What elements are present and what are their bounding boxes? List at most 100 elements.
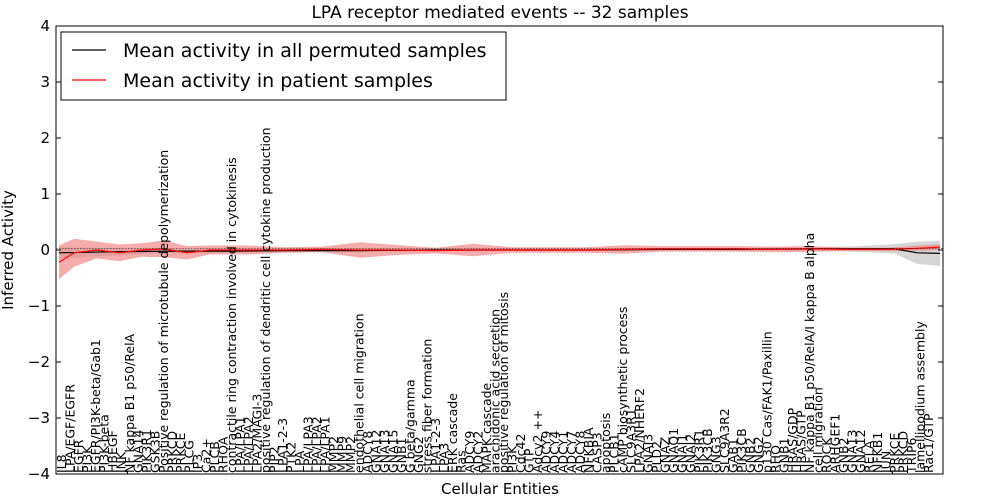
x-tick-label: LPA/LPA1 — [233, 416, 248, 473]
series-lines — [58, 246, 941, 263]
y-tick-label: −3 — [28, 409, 50, 427]
x-tick-label: ADCY9 — [462, 431, 477, 473]
legend-label-patient: Mean activity in patient samples — [123, 70, 433, 92]
x-tick-label: MMP2 — [326, 436, 341, 473]
x-tick-label: NF kappa B1 p50/RelA — [122, 333, 137, 473]
x-tick-label: positive regulation of dendritic cell cy… — [258, 127, 273, 473]
x-tick-label: PIK3R1 — [692, 429, 707, 473]
plot-area — [55, 25, 944, 475]
x-tick-label: GNAI3 — [641, 434, 656, 473]
x-tick-label: TRIP6 — [904, 437, 919, 474]
x-tick-label: PI3K — [505, 445, 520, 473]
y-tick-label: 4 — [40, 17, 50, 35]
x-tick-label: MMP2 — [343, 436, 358, 473]
x-tick-label: GNB1 — [777, 437, 792, 473]
x-tick-label: GNAZ — [658, 437, 673, 473]
x-tick-label: ADCY2 — [471, 431, 486, 473]
x-tick-label: GAB1 — [726, 438, 741, 473]
x-tick-label: GNG3 — [709, 436, 724, 473]
x-tick-label: ADCY8 — [360, 431, 375, 473]
x-tick-label: ERK cascade — [445, 393, 460, 473]
y-tick-label: −2 — [28, 353, 50, 371]
series-1-line — [58, 246, 941, 263]
x-tick-label: RHOA — [216, 436, 231, 473]
x-tick-label: PIK3CB — [700, 428, 715, 473]
x-tick-label: GNA13 — [377, 430, 392, 474]
legend: Mean activity in all permuted samples Me… — [60, 31, 507, 101]
x-tick-label: cAMP biosynthetic process — [615, 307, 630, 473]
x-tick-label: PIK3R1 — [139, 429, 154, 473]
x-tick-label: PIP2 — [267, 446, 282, 473]
x-tick-label: Ras — [454, 450, 469, 473]
x-tick-label: GNA12 — [853, 430, 868, 474]
x-tick-label: NFKB1 — [870, 432, 885, 473]
x-tick-label: EGFR — [71, 439, 86, 473]
x-tick-label: lamellipodium assembly — [913, 321, 928, 473]
x-tick-label: GNAI1 — [675, 434, 690, 473]
x-tick-label: JNK — [114, 451, 129, 474]
x-tick-label: GTP — [522, 448, 537, 473]
chart-title: LPA receptor mediated events -- 32 sampl… — [311, 3, 688, 23]
x-tick-label: contractile ring contraction involved in… — [224, 157, 239, 473]
x-tick-label: ARHGEF1 — [828, 414, 843, 473]
x-tick-label: GNAO1 — [666, 428, 681, 473]
x-tick-label: PRKCD — [896, 431, 911, 473]
x-tick-label: SLC9A3R2 — [717, 408, 732, 473]
x-tick-label: ADCY1 — [556, 431, 571, 473]
x-tick-label: GNAI2 — [683, 434, 698, 473]
y-tick-label: 1 — [40, 185, 50, 203]
x-tick-label: GNA13 — [845, 430, 860, 474]
y-tick-label: 0 — [40, 241, 50, 259]
x-tick-label: apoptosis — [598, 413, 613, 473]
x-tick-label: GNB1 — [394, 437, 409, 473]
x-tick-label: PLD2 — [649, 441, 664, 473]
x-tick-label: NFKBIA — [581, 427, 596, 473]
x-tick-label: IP3 — [190, 454, 205, 473]
y-axis-label: Inferred Activity — [0, 190, 17, 310]
x-tick-label: ADCY8 — [573, 431, 588, 473]
x-tick-label: Ca2+ — [199, 438, 214, 473]
x-tick-label: IL8 — [54, 454, 69, 473]
x-tick-label: GNA15 — [386, 430, 401, 474]
x-tick-label: GNA12 — [369, 430, 384, 474]
legend-label-permuted: Mean activity in all permuted samples — [123, 40, 486, 62]
x-tick-label: PRKCD — [165, 431, 180, 473]
x-tick-label: G beta/gamma — [403, 379, 418, 473]
x-tick-label: PTK2 — [284, 442, 299, 473]
x-tick-label: stress fiber formation — [420, 339, 435, 473]
x-tick-label: MAPK cascade — [479, 382, 494, 473]
x-tick-label: LPA2/MAGI-3 — [250, 394, 265, 473]
x-tick-label: PI3K-beta — [97, 414, 112, 473]
x-tick-label: PIK3CB — [734, 428, 749, 473]
x-tick-label: LPA1-2-3 — [428, 418, 443, 473]
x-tick-label: SLC9A3R1 — [624, 408, 639, 473]
x-tick-label: ADCY7 — [564, 431, 579, 473]
x-tick-label: PI3K — [80, 445, 95, 473]
x-tick-label: ADCY9 — [539, 431, 554, 473]
x-tick-label: LPA/LPA2 — [241, 416, 256, 473]
x-tick-label: LPA/EGF/EGFR — [63, 384, 78, 473]
x-tick-labels: IL8LPA/EGF/EGFREGFRPI3KEGFR/PI3K-beta/Ga… — [54, 127, 936, 474]
x-tick-label: ADCY4 — [547, 431, 562, 473]
x-tick-label: Adcy2 ++ — [530, 410, 545, 473]
x-tick-label: HBEGF — [105, 430, 120, 473]
x-tick-label: Rac1/GTP — [921, 413, 936, 473]
x-tick-label: GSK3B — [148, 431, 163, 473]
x-tick-label: CASP3 — [590, 432, 605, 473]
x-tick-label: ROCK — [819, 437, 834, 473]
x-axis-label: Cellular Entities — [441, 480, 559, 498]
x-tick-label: NF kappa B1 p50/RelA/I kappa B alpha — [802, 233, 817, 473]
x-tick-label: PLCB1 — [607, 433, 622, 473]
x-tick-label: GNG2 — [751, 436, 766, 473]
x-tick-label: GNA14 — [131, 429, 146, 473]
x-tick-label: arachidonic acid secretion — [488, 309, 503, 473]
x-tick-label: LPA/LPA3 — [301, 416, 316, 473]
y-tick-label: −4 — [28, 465, 50, 483]
x-tick-label: LPA/LPA2 — [309, 416, 324, 473]
x-tick-label: RELA — [862, 440, 877, 473]
x-tick-label: LPA — [292, 450, 307, 473]
x-tick-label: LPA/LPA1 — [318, 416, 333, 473]
x-tick-label: LPA2/NHERF2 — [632, 388, 647, 473]
x-tick-label: Cdc42 — [513, 434, 528, 473]
